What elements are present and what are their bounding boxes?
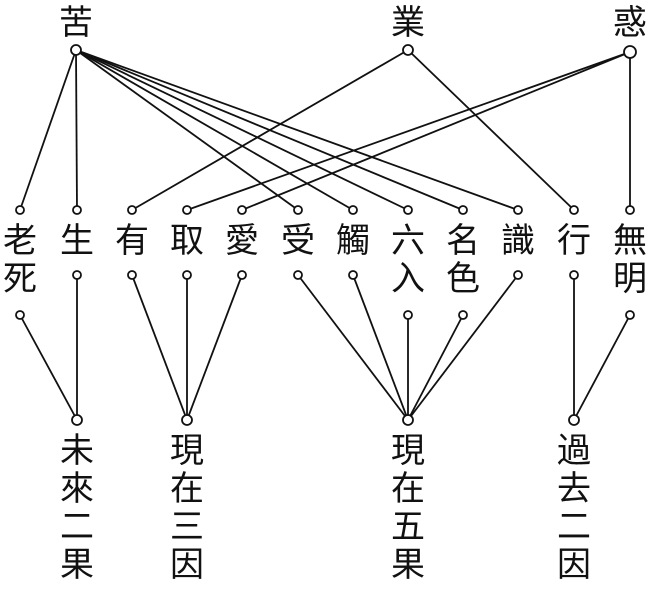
edge-ku-sho	[75, 49, 78, 211]
group-label-kako: 過去二因	[557, 431, 591, 585]
node-top-shiki	[513, 205, 523, 215]
link-label-soku: 觸	[336, 221, 370, 261]
node-bottom-ju	[293, 270, 303, 280]
link-label-shiki: 識	[501, 221, 535, 261]
node-top-gyo	[569, 205, 579, 215]
node-bottom-rokunyu	[403, 310, 413, 320]
group-label-genzai3: 現在三因	[170, 431, 204, 585]
node-top-ju	[293, 205, 303, 215]
link-label-roshi: 老死	[3, 221, 37, 299]
top-label-ku: 苦	[59, 3, 93, 43]
edge-ku-ju	[75, 49, 299, 211]
edge-ku-rokunyu	[75, 49, 409, 211]
edge-ai-genzai3	[186, 274, 243, 421]
edge-myoshiki-genzai5	[407, 314, 464, 421]
edge-ku-soku	[75, 49, 354, 211]
edge-u-genzai3	[131, 274, 188, 421]
node-bottom-soku	[348, 270, 358, 280]
node-waku	[623, 45, 637, 59]
node-group-mirai	[71, 414, 83, 426]
link-label-rokunyu: 六入	[391, 221, 425, 299]
node-bottom-shiki	[513, 270, 523, 280]
node-top-ai	[237, 205, 247, 215]
node-group-kako	[568, 414, 580, 426]
node-top-sho	[72, 205, 82, 215]
node-bottom-shu	[182, 270, 192, 280]
node-top-myoshiki	[458, 205, 468, 215]
node-go	[402, 44, 414, 56]
edge-go-gyo	[407, 49, 575, 211]
link-label-ju: 受	[281, 221, 315, 261]
link-label-gyo: 行	[557, 221, 591, 261]
top-label-go: 業	[391, 3, 425, 43]
link-label-sho: 生	[60, 221, 94, 261]
node-top-rokunyu	[403, 205, 413, 215]
edge-soku-genzai5	[352, 274, 409, 421]
edge-ku-myoshiki	[75, 49, 464, 211]
link-label-ai: 愛	[225, 221, 259, 261]
link-label-myoshiki: 名色	[446, 221, 480, 299]
node-bottom-roshi	[15, 310, 25, 320]
top-label-waku: 惑	[613, 3, 647, 43]
link-label-shu: 取	[170, 221, 204, 261]
link-label-u: 有	[115, 221, 149, 261]
node-ku	[70, 44, 82, 56]
node-bottom-myoshiki	[458, 310, 468, 320]
link-label-mumyo: 無明	[613, 221, 647, 299]
edge-waku-shu	[186, 51, 631, 211]
node-group-genzai3	[181, 414, 193, 426]
node-group-genzai5	[402, 414, 414, 426]
node-bottom-mumyo	[625, 310, 635, 320]
group-label-mirai: 未來二果	[60, 431, 94, 585]
node-top-mumyo	[625, 205, 635, 215]
edge-ku-shiki	[75, 49, 519, 211]
edge-ku-roshi	[19, 49, 77, 211]
node-bottom-ai	[237, 270, 247, 280]
group-label-genzai5: 現在五果	[391, 431, 425, 585]
node-top-u	[127, 205, 137, 215]
edge-shiki-genzai5	[407, 274, 519, 421]
node-top-roshi	[15, 205, 25, 215]
edge-mumyo-kako	[573, 314, 631, 421]
edge-ju-genzai5	[297, 274, 409, 421]
node-top-soku	[348, 205, 358, 215]
node-bottom-gyo	[569, 270, 579, 280]
edge-roshi-mirai	[19, 314, 78, 421]
node-top-shu	[182, 205, 192, 215]
node-bottom-u	[127, 270, 137, 280]
node-bottom-sho	[72, 270, 82, 280]
